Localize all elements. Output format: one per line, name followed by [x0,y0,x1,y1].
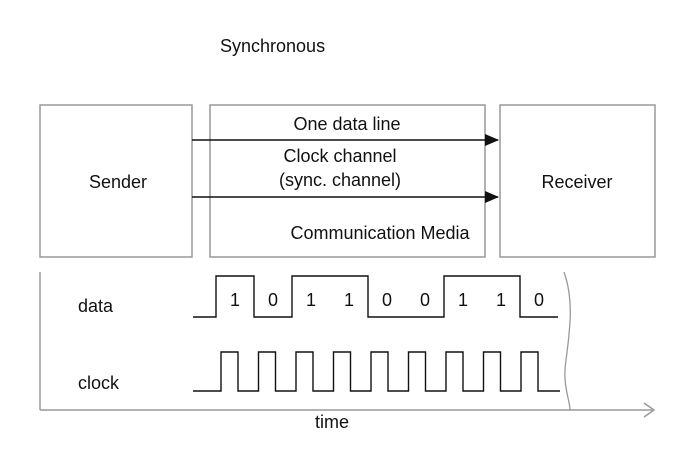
data-bit: 1 [344,290,354,310]
data-waveform [193,275,558,318]
receiver-label: Receiver [541,172,612,192]
data-bit: 1 [306,290,316,310]
sender-box [39,104,193,258]
data-bits: 1 0 1 1 0 0 1 1 0 [230,290,544,310]
data-line-label: One data line [293,114,400,134]
communication-media-label: Communication Media [290,223,470,243]
clock-waveform [193,351,560,392]
data-bit: 0 [268,290,278,310]
communication-media-box [209,104,486,258]
sender-label: Sender [89,172,147,192]
data-bit: 1 [496,290,506,310]
clock-channel-label: Clock channel [283,146,396,166]
data-bit: 1 [458,290,468,310]
time-axis-arrowhead [643,402,656,418]
sync-channel-label: (sync. channel) [279,170,401,190]
diagram-title: Synchronous [220,36,325,56]
data-bit: 0 [534,290,544,310]
data-bit: 0 [420,290,430,310]
receiver-box [499,104,656,258]
data-signal-label: data [78,296,114,316]
timing-break-mark [563,271,571,411]
data-bit: 1 [230,290,240,310]
data-bit: 0 [382,290,392,310]
time-label: time [315,412,349,432]
clock-signal-label: clock [78,373,120,393]
